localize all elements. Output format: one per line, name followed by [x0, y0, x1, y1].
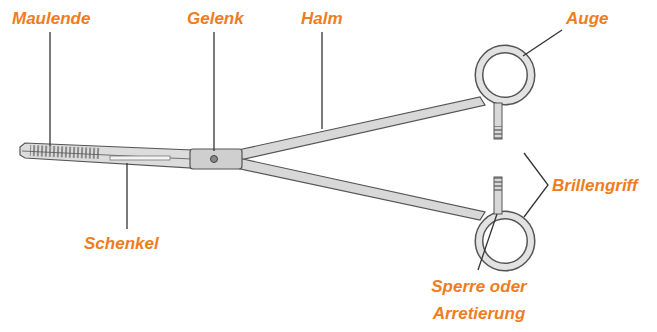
part-label: Maulende — [12, 8, 90, 30]
part-label: Gelenk — [187, 8, 244, 30]
jaw — [20, 143, 192, 168]
jaw-slot — [110, 156, 170, 160]
ring — [479, 215, 531, 267]
leader-lines — [50, 30, 562, 270]
part-label: Auge — [566, 8, 609, 30]
part-label: Halm — [301, 8, 343, 30]
jaw-serration — [30, 145, 100, 159]
part-label: Schenkel — [84, 233, 159, 255]
ratchet — [494, 177, 502, 214]
lower-shaft — [236, 158, 485, 220]
upper-shaft — [238, 97, 485, 160]
part-label: Sperre oder Arretierung — [426, 273, 532, 327]
part-label: Brillengriff — [552, 175, 638, 197]
joint — [190, 149, 242, 169]
joint-screw — [211, 156, 218, 163]
ratchet — [494, 103, 502, 139]
ring — [479, 49, 531, 101]
